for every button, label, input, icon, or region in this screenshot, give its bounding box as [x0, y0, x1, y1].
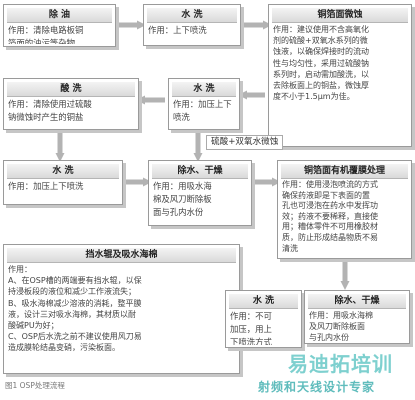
- microetch-label: 硫酸+双氧水微蚀: [206, 135, 284, 150]
- box-body: 作用：清除使用过硫酸 钠微蚀时产生的铜盐: [8, 99, 92, 122]
- box-body: 作用：用吸水海 棉及风刀断除板 面与孔内水份: [153, 181, 212, 217]
- box-water-roller-sponge: 挡水辊及吸水海棉 作用： A、在OSP槽的两端要有挡水辊，以保 持浸板段的液位和…: [3, 244, 240, 374]
- figure-caption: 图1 OSP处理流程: [5, 381, 65, 390]
- box-degrease: 除 油 作用：清除电路板铜 箔面的油污等杂物: [3, 4, 116, 47]
- box-dewater-dry-1: 除水、干燥 作用：用吸水海 棉及风刀断除板 面与孔内水份: [148, 160, 252, 226]
- box-body: 作用： A、在OSP槽的两端要有挡水辊，以保 持浸板段的液位和减少工作液流失； …: [8, 265, 142, 353]
- box-osp-coating: 铜箔面有机覆膜处理 作用：使用浸泡喷流的方式 确保药液即是下表面的置 孔也可浸泡…: [277, 160, 412, 259]
- watermark-slogan: 射频和天线设计专家: [258, 380, 376, 394]
- box-body: 作用：加压上下喷洗: [8, 181, 84, 191]
- box-copper-microetch: 铜箔面微蚀 作用：建议使用不含高氧化 剂的硫酸+双氧水系列的微 蚀液，以确保焊接…: [268, 4, 412, 147]
- box-rinse-1: 水 洗 作用：上下喷洗: [143, 4, 241, 46]
- box-title: 水 洗: [7, 164, 119, 179]
- box-title: 水 洗: [229, 294, 298, 309]
- box-title: 铜箔面有机覆膜处理: [281, 164, 408, 179]
- box-body: 作用：用吸水海棉 及风刀断除板面 与孔内水份: [309, 311, 373, 341]
- box-body: 作用：建议使用不含高氧化 剂的硫酸+双氧水系列的微 蚀液，以确保焊接时的流动 性…: [273, 25, 369, 102]
- box-rinse-3: 水 洗 作用：加压上下喷洗: [3, 160, 123, 205]
- box-title: 铜箔面微蚀: [272, 8, 408, 23]
- box-dewater-dry-2: 除水、干燥 作用：用吸水海棉 及风刀断除板面 与孔内水份: [304, 290, 410, 344]
- box-body: 作用：上下喷洗: [148, 25, 207, 35]
- box-title: 除水、干燥: [308, 294, 406, 309]
- box-title: 酸 洗: [7, 82, 135, 97]
- watermark-brand: 易迪拓培训: [288, 352, 393, 376]
- box-title: 水 洗: [147, 8, 237, 23]
- box-title: 水 洗: [172, 82, 236, 97]
- box-rinse-4: 水 洗 作用：不可 加压，用上 下喷洗方式: [225, 290, 302, 348]
- box-body: 作用：使用浸泡喷流的方式 确保药液即是下表面的置 孔也可浸泡在药水中发挥功 效；…: [282, 180, 378, 253]
- box-body: 作用：清除电路板铜 箔面的油污等杂物: [8, 25, 84, 44]
- box-title: 挡水辊及吸水海棉: [7, 248, 236, 263]
- box-title: 除水、干燥: [152, 164, 248, 179]
- box-rinse-2: 水 洗 作用：加压上下 喷洗: [168, 78, 240, 130]
- box-acid-wash: 酸 洗 作用：清除使用过硫酸 钠微蚀时产生的铜盐: [3, 78, 139, 130]
- box-body: 作用：不可 加压，用上 下喷洗方式: [230, 311, 272, 345]
- box-body: 作用：加压上下 喷洗: [173, 99, 232, 122]
- box-title: 除 油: [7, 8, 112, 23]
